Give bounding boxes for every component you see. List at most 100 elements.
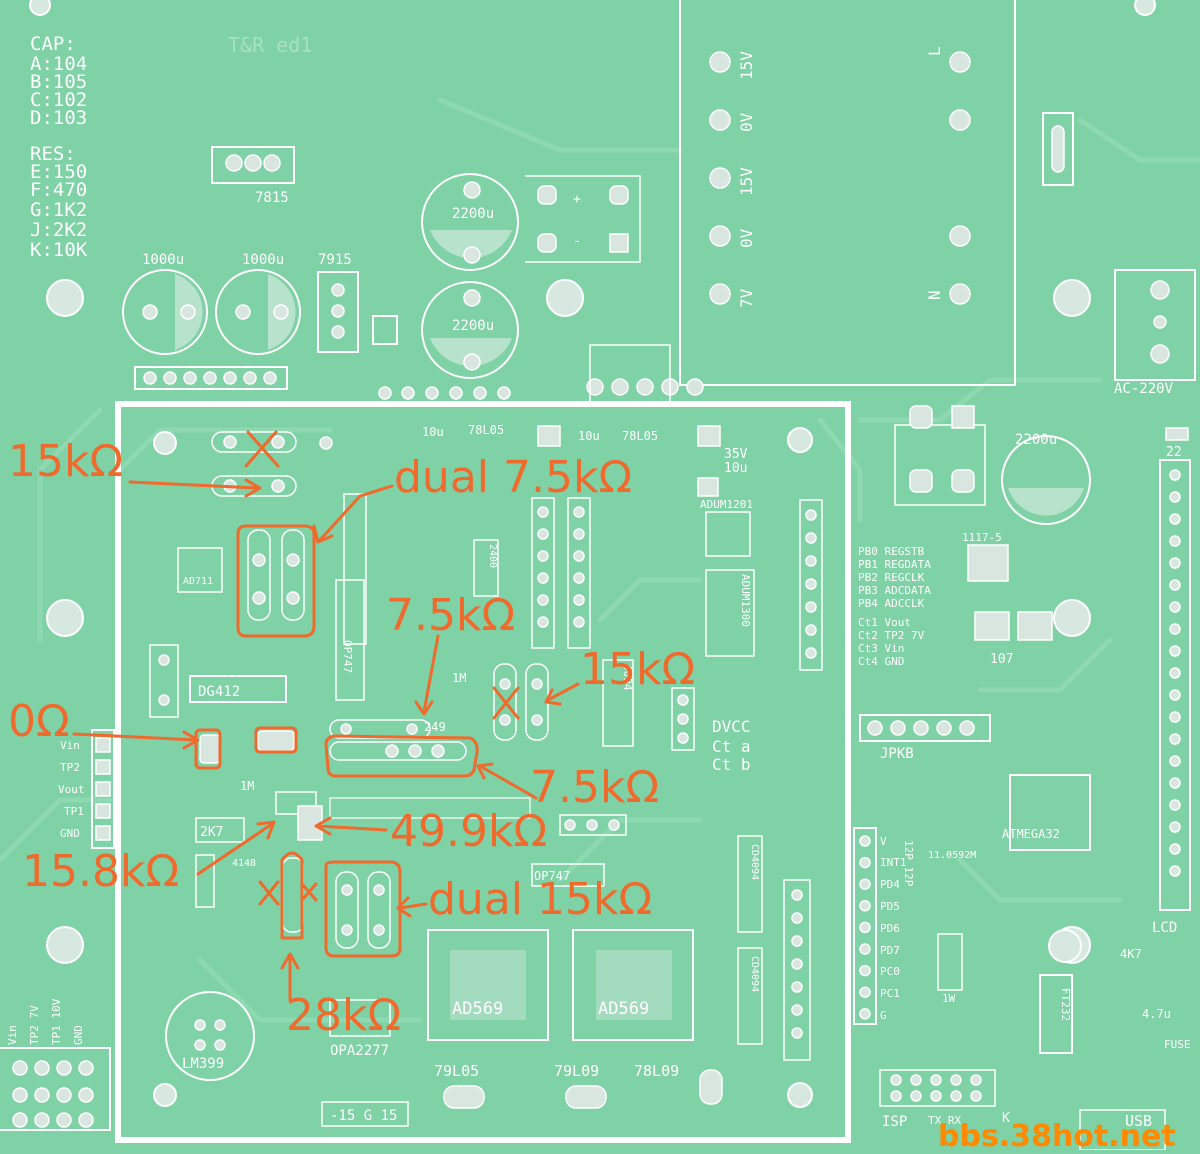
svg-text:V: V: [880, 835, 887, 848]
svg-text:-: -: [573, 234, 581, 249]
caps-1000u: 1000u 1000u: [122, 252, 301, 355]
highlight-box: [194, 728, 222, 770]
svg-text:35V: 35V: [724, 447, 748, 462]
svg-text:TP1: TP1: [64, 805, 84, 818]
mounting-hole: [29, 0, 51, 16]
svg-text:K: K: [1002, 1111, 1010, 1126]
annotation-dual-7-5k: dual 7.5kΩ: [394, 452, 632, 503]
mounting-hole: [1053, 599, 1091, 637]
cross-mark: [300, 882, 318, 902]
ic-2400: 2400: [473, 539, 499, 597]
lcd-pin: [1169, 579, 1181, 591]
left-testpoints: Vin TP2 Vout TP1 GND: [58, 729, 115, 849]
arrow-49-9k: [316, 824, 388, 832]
annotation-dual-15k: dual 15kΩ: [428, 874, 652, 925]
svg-text:7915: 7915: [318, 252, 352, 268]
pd-header: V INT1 PD4 PD5 PD6 PD7 PC0 PC1 G 1W: [853, 827, 963, 1025]
ic-4094: 4094: [602, 659, 634, 747]
lcd-pin: [1169, 469, 1181, 481]
svg-text:12P 12P: 12P 12P: [902, 840, 915, 887]
arrow-7-5k-b: [478, 764, 538, 800]
copper-traces: [0, 97, 1200, 1023]
lcd-pin: [1169, 689, 1181, 701]
atmega32: ATMEGA32 11.0592M 12P 12P: [902, 774, 1091, 887]
svg-text:PD6: PD6: [880, 922, 900, 935]
highlight-box: [254, 726, 298, 754]
jpkb-header: JPKB: [859, 714, 991, 762]
svg-text:Ct1 Vout: Ct1 Vout: [858, 616, 911, 629]
svg-text:FT232: FT232: [1059, 988, 1072, 1021]
ic-op747-a: OP747: [335, 579, 365, 701]
svg-text:FUSE: FUSE: [1164, 1038, 1191, 1051]
cap-a: A:104: [30, 53, 87, 75]
svg-text:USB: USB: [1125, 1112, 1152, 1130]
svg-text:2K7: 2K7: [200, 825, 223, 840]
svg-text:ADUM1300: ADUM1300: [739, 574, 752, 627]
arrow-0: [72, 732, 198, 742]
cap-c: C:102: [30, 89, 87, 111]
annotations: 15kΩ dual 7.5kΩ 7.5kΩ 15kΩ 0Ω 7.5kΩ 49.9…: [8, 430, 695, 1041]
svg-text:4K7: 4K7: [1120, 947, 1142, 961]
ic-ad711: AD711: [177, 547, 223, 593]
cross-mark: [258, 880, 280, 906]
svg-text:CD4094: CD4094: [749, 956, 760, 992]
reg-7815: 7815: [211, 146, 295, 206]
cap-header: CAP:: [30, 33, 76, 55]
mounting-hole: [787, 1082, 813, 1108]
svg-text:OPA2277: OPA2277: [330, 1043, 389, 1059]
transformer-pins: 15V 0V 15V 0V 7V L N: [709, 46, 971, 308]
svg-text:7V: 7V: [737, 288, 756, 308]
res-f: F:470: [30, 179, 87, 201]
annotation-0: 0Ω: [8, 696, 70, 747]
mounting-hole: [46, 926, 84, 964]
board-title: T&R ed1: [228, 33, 312, 57]
arrowhead: [182, 730, 200, 750]
svg-text:Ct4 GND: Ct4 GND: [858, 655, 904, 668]
transformer-outline: [679, 0, 1016, 386]
annotation-7-5k-a: 7.5kΩ: [386, 590, 515, 641]
svg-text:PD4: PD4: [880, 878, 900, 891]
lcd-pin: [1169, 777, 1181, 789]
svg-text:1117-5: 1117-5: [962, 531, 1002, 544]
header-row-mid: [378, 344, 704, 406]
lcd-pin: [1169, 557, 1181, 569]
pd-pin: [859, 943, 871, 955]
svg-text:15V: 15V: [737, 51, 756, 80]
svg-text:Ct2 TP2 7V: Ct2 TP2 7V: [858, 629, 925, 642]
svg-text:LM399: LM399: [182, 1056, 224, 1072]
lcd-pin: [1169, 755, 1181, 767]
svg-text:N: N: [925, 290, 944, 300]
mounting-hole: [153, 1083, 177, 1107]
ic-ad569-b: AD569: [572, 929, 694, 1041]
lcd-header: LCD: [1152, 459, 1191, 936]
res-e: E:150: [30, 161, 87, 183]
res-header: RES:: [30, 143, 76, 165]
arrow-7-5k-a: [422, 634, 440, 714]
annotation-15k-top: 15kΩ: [8, 436, 123, 487]
svg-text:15V: 15V: [737, 167, 756, 196]
svg-text:10u: 10u: [578, 429, 600, 443]
svg-text:Ct b: Ct b: [712, 755, 751, 774]
svg-text:L: L: [925, 46, 944, 56]
svg-text:1000u: 1000u: [142, 252, 184, 268]
svg-text:0V: 0V: [737, 112, 756, 132]
res-j: J:2K2: [30, 219, 87, 241]
lcd-pin: [1169, 535, 1181, 547]
svg-text:2200u: 2200u: [452, 318, 494, 334]
svg-text:PC0: PC0: [880, 965, 900, 978]
bottom-right-labels: ISP TX RX K USB: [879, 1069, 1166, 1151]
svg-text:TP2: TP2: [60, 761, 80, 774]
highlight-box: [280, 851, 304, 940]
svg-text:JPKB: JPKB: [880, 746, 914, 762]
mounting-hole: [153, 431, 177, 455]
lcd-pin: [1169, 601, 1181, 613]
svg-text:TP2 7V: TP2 7V: [28, 1005, 41, 1045]
lcd-pin: [1169, 513, 1181, 525]
fuse-holder: [1042, 112, 1074, 186]
ic-op747-b: OP747: [531, 863, 605, 887]
header-row-top: [134, 366, 288, 390]
svg-text:78L05: 78L05: [468, 423, 504, 437]
svg-text:0V: 0V: [737, 228, 756, 248]
svg-text:-15 G 15: -15 G 15: [330, 1108, 397, 1124]
arrowhead: [396, 896, 412, 918]
